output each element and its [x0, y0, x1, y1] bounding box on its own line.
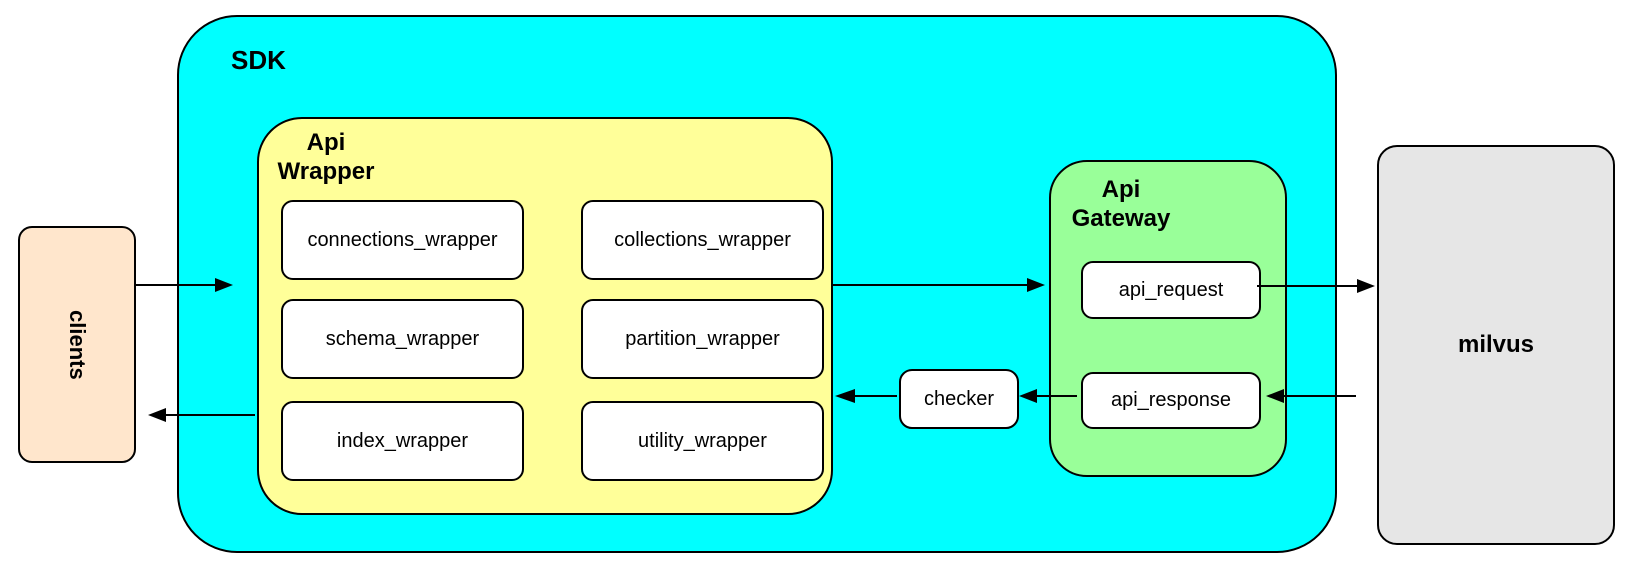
index-wrapper-node: index_wrapper — [281, 401, 524, 481]
clients-node: clients — [18, 226, 136, 463]
schema-wrapper-node: schema_wrapper — [281, 299, 524, 379]
utility-wrapper-node: utility_wrapper — [581, 401, 824, 481]
api-request-node: api_request — [1081, 261, 1261, 319]
api-gateway-title-line1: Api — [1101, 176, 1141, 203]
api-wrapper-group: Api Wrapper connections_wrapper collecti… — [257, 117, 833, 515]
api-response-node: api_response — [1081, 372, 1261, 429]
sdk-label: SDK — [231, 45, 286, 75]
arrow-head — [148, 408, 166, 422]
api-gateway-title: Api Gateway — [1051, 175, 1191, 233]
sdk-container: SDK Api Wrapper connections_wrapper coll… — [177, 15, 1337, 553]
api-wrapper-title-line1: Api — [306, 129, 346, 156]
api-wrapper-title: Api Wrapper — [259, 128, 393, 186]
collections-wrapper-node: collections_wrapper — [581, 200, 824, 280]
clients-label: clients — [65, 309, 90, 380]
arrow-head — [1357, 279, 1375, 293]
api-wrapper-title-line2: Wrapper — [277, 158, 375, 185]
api-gateway-group: Api Gateway api_request api_response — [1049, 160, 1287, 477]
api-gateway-title-line2: Gateway — [1071, 205, 1171, 232]
milvus-node: milvus — [1377, 145, 1615, 545]
connections-wrapper-node: connections_wrapper — [281, 200, 524, 280]
checker-node: checker — [899, 369, 1019, 429]
partition-wrapper-node: partition_wrapper — [581, 299, 824, 379]
